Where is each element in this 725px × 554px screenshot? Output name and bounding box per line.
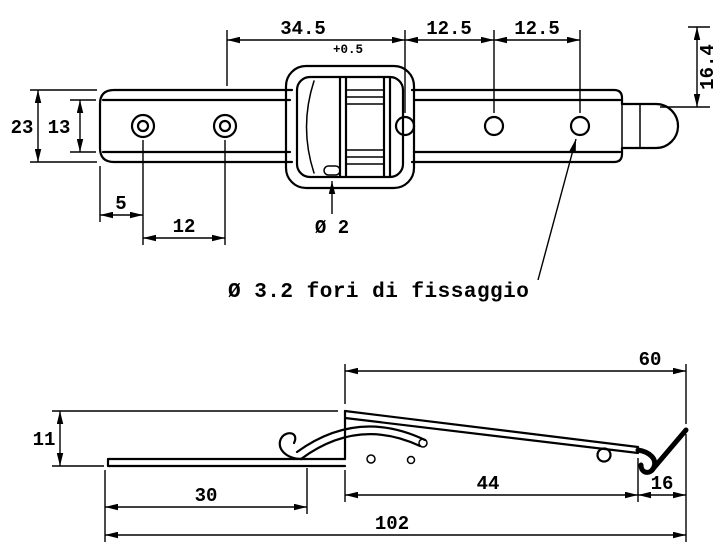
- dim-label-lever-length: 60: [639, 349, 662, 371]
- fixing-hole: [483, 115, 505, 137]
- dim-label-plate-width: 23: [11, 117, 34, 139]
- note-label-fixing-holes: Ø 3.2 fori di fissaggio: [228, 281, 529, 304]
- side-view: [106, 409, 689, 475]
- base-plate-left-outline: [98, 88, 294, 164]
- base-plate-left-fold-lines: [101, 98, 292, 154]
- eyelet-hole-outer: [130, 113, 156, 139]
- spring-wire-curl: [278, 432, 304, 461]
- dim-hook: 16: [638, 434, 687, 542]
- extension-lines: [344, 364, 687, 424]
- dim-label-hole-pitch-left: 12: [173, 216, 196, 238]
- wire-end: [406, 455, 416, 465]
- dim-label-inner-width: 13: [48, 117, 71, 139]
- dim-hole-pitch-left: 12: [143, 140, 226, 245]
- dim-label-end-height: 16.4: [697, 44, 719, 90]
- base-plate-profile: [106, 457, 347, 468]
- lever-hole: [596, 447, 612, 463]
- slot-dia2: [323, 165, 341, 176]
- dim-label-slot-dia: Ø 2: [315, 217, 349, 239]
- dim-lever-length: 60: [344, 349, 687, 424]
- buckle-dring-wire: [305, 80, 315, 174]
- dim-inner-width: 13: [48, 99, 96, 153]
- dim-label-base-left: 30: [195, 485, 218, 507]
- fixing-hole: [569, 115, 591, 137]
- hook-tip: [649, 427, 689, 473]
- dim-base-left: 30: [104, 468, 308, 542]
- fixing-hole: [394, 115, 416, 137]
- dim-end-height: 16.4: [660, 26, 719, 108]
- buckle-slider-edges: [338, 76, 392, 178]
- dim-edge-to-hole: 5: [99, 140, 144, 245]
- extension-lines: [226, 30, 581, 113]
- lever-profile: [343, 409, 640, 455]
- dim-label-lever-flat: 44: [477, 473, 500, 495]
- spring-leaf-rolled-end: [418, 438, 428, 448]
- rolled-end-bend-lines: [621, 103, 641, 149]
- dim-lever-flat: 44: [344, 458, 639, 502]
- extension-lines: [70, 99, 96, 153]
- fixing-holes-note: Ø 3.2 fori di fissaggio: [228, 138, 577, 304]
- dim-label-hole-span: 34.5: [280, 18, 326, 40]
- dim-plate-width: 23: [11, 89, 97, 163]
- eyelet-hole-inner: [218, 119, 232, 133]
- dim-label-height: 11: [33, 429, 56, 451]
- strap-plate-outline: [410, 88, 624, 164]
- buckle-frame-outer: [284, 64, 416, 190]
- dim-total-length: 102: [105, 513, 686, 539]
- dim-slot-dia: Ø 2: [315, 181, 349, 239]
- rivet-pin: [366, 454, 376, 464]
- buckle-frame-inner: [295, 75, 405, 179]
- eyelet-hole-inner: [136, 119, 150, 133]
- spring-leaf-inner: [299, 433, 422, 461]
- top-view: [98, 64, 680, 190]
- strap-plate-fold-lines: [412, 98, 622, 154]
- buckle-slider-wraps: [345, 89, 385, 165]
- spring-leaf-outer: [295, 425, 427, 454]
- dim-label-edge-to-hole: 5: [115, 193, 126, 215]
- dim-label-hole-pitch-1: 12.5: [426, 18, 472, 40]
- leader-line: [537, 138, 577, 281]
- dim-row-top: 34.5 +0.5 12.5 12.5: [226, 18, 581, 113]
- dim-label-hole-pitch-2: 12.5: [514, 18, 560, 40]
- rolled-end-outline: [620, 102, 680, 150]
- dim-label-hook: 16: [651, 473, 674, 495]
- dim-label-total-length: 102: [375, 513, 409, 535]
- dim-height: 11: [33, 410, 338, 467]
- eyelet-hole-outer: [212, 113, 238, 139]
- dim-label-hole-span-tol: +0.5: [333, 43, 363, 57]
